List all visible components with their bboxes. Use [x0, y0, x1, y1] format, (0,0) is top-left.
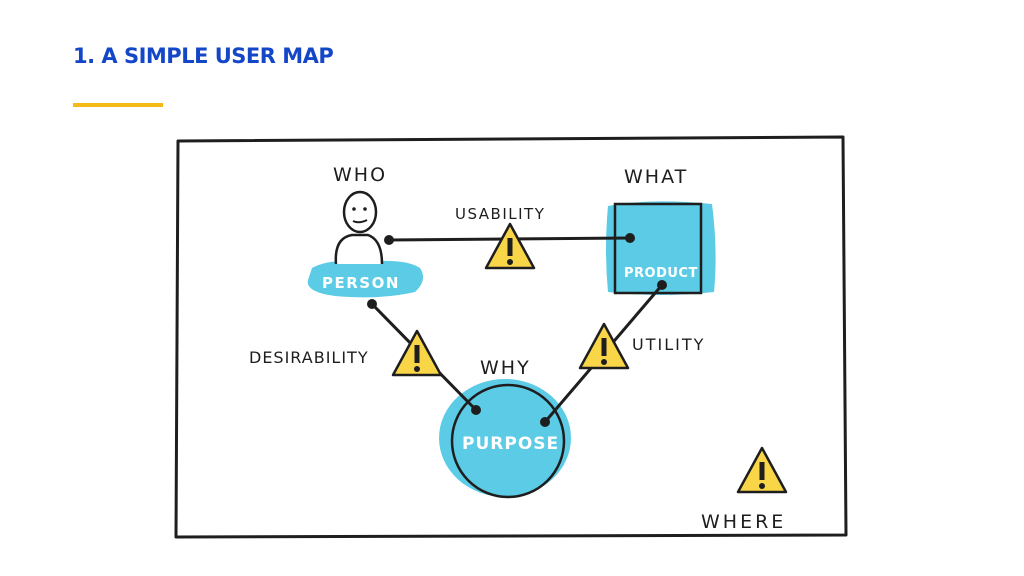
person-highlight [307, 260, 424, 298]
diagram-frame [174, 135, 848, 539]
warning-icon [736, 446, 788, 494]
warning-icon [391, 329, 443, 377]
utility-label: UTILITY [632, 335, 705, 354]
usability-label: USABILITY [455, 205, 545, 223]
what-label: WHAT [624, 166, 688, 188]
person-node: PERSON [307, 190, 424, 298]
purpose-label: PURPOSE [462, 434, 559, 454]
why-label: WHY [480, 357, 531, 379]
where-label: WHERE [701, 511, 786, 533]
warning-icon [578, 322, 630, 370]
product-node: PRODUCT [606, 201, 716, 295]
who-label: WHO [333, 164, 387, 186]
warning-icon [484, 222, 536, 270]
product-label: PRODUCT [624, 266, 698, 281]
desirability-label: DESIRABILITY [249, 348, 369, 367]
purpose-node: PURPOSE [439, 379, 571, 499]
product-box [613, 202, 703, 295]
person-label: PERSON [322, 274, 400, 292]
title-underline [73, 103, 163, 107]
purpose-circle [450, 383, 566, 499]
product-highlight [606, 201, 716, 295]
slide-title: 1. A SIMPLE USER MAP [73, 44, 334, 68]
person-icon [334, 190, 384, 265]
